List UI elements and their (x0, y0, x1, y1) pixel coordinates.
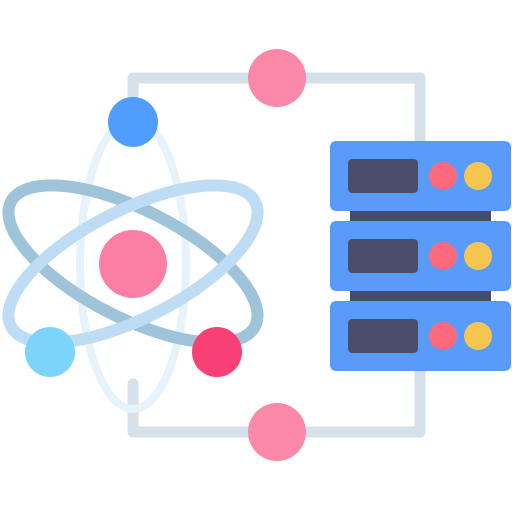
orbit-ascending (2, 179, 264, 349)
electron-left (25, 327, 75, 377)
server-rack-icon (330, 141, 511, 371)
atom-nucleus (99, 230, 167, 298)
server-led-yellow (464, 162, 492, 190)
connector-node-top (248, 49, 306, 107)
server-drive-slot (348, 159, 418, 193)
server-led-red (429, 322, 457, 350)
server-drive-slot (348, 319, 418, 353)
electron-right (192, 327, 242, 377)
server-drive-slot (348, 239, 418, 273)
atom-icon (2, 97, 264, 413)
server-led-yellow (464, 322, 492, 350)
server-unit-connector (350, 211, 491, 221)
server-unit (330, 221, 511, 291)
server-unit (330, 301, 511, 371)
server-unit-connector (350, 291, 491, 301)
server-unit-body (330, 301, 511, 371)
orbit-descending (2, 179, 264, 349)
server-unit-body (330, 221, 511, 291)
connector-node-bottom (248, 403, 306, 461)
server-led-red (429, 162, 457, 190)
electron-top (108, 97, 158, 147)
server-led-yellow (464, 242, 492, 270)
server-unit-body (330, 141, 511, 211)
server-led-red (429, 242, 457, 270)
server-unit (330, 141, 511, 211)
